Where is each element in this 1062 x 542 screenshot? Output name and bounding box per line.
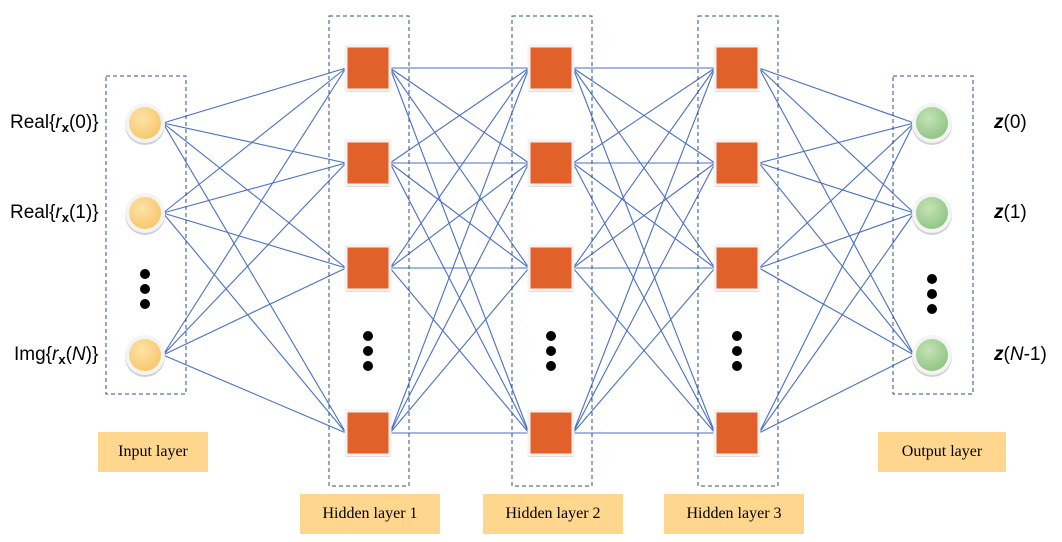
input-node-1: [129, 197, 161, 229]
output-label-z-n-minus-1: z(N-1): [994, 344, 1047, 365]
connection-h2-h3-3-0: [572, 67, 716, 434]
output-label-z-0: z(0): [994, 112, 1027, 133]
connection-h3-out-2-0: [758, 122, 915, 269]
connection-h3-out-3-0: [758, 122, 915, 434]
caption-input-layer: Input layer: [98, 432, 208, 472]
ellipsis-dot-output-0: [927, 274, 937, 284]
connection-h3-out-0-1: [758, 67, 915, 214]
hidden-node-3-0: [713, 44, 761, 92]
caption-hidden-layer-2: Hidden layer 2: [483, 494, 623, 534]
hidden-node-2-3: [527, 409, 575, 457]
ellipsis-dot-output-1: [927, 289, 937, 299]
caption-output-layer: Output layer: [878, 432, 1006, 472]
group-box-hidden-1: [328, 15, 410, 487]
ellipsis-dot-input-0: [140, 269, 150, 279]
connection-in-h1-1-3: [162, 212, 347, 434]
input-node-2: [129, 339, 161, 371]
hidden-node-3-3: [713, 409, 761, 457]
input-node-0: [129, 107, 161, 139]
connection-h3-out-2-1: [758, 212, 915, 269]
connection-h1-h2-3-1: [389, 162, 530, 434]
group-box-hidden-2: [511, 15, 593, 487]
input-label-real-0: Real{rx(0)}: [10, 112, 99, 135]
group-box-input: [105, 75, 187, 395]
connection-h3-out-0-2: [758, 67, 915, 356]
connection-in-h1-1-0: [162, 67, 347, 214]
ellipsis-dot-hidden-1-1: [363, 346, 373, 356]
hidden-node-1-0: [344, 44, 392, 92]
connection-h3-out-2-2: [758, 267, 915, 356]
connection-h2-h3-3-2: [572, 267, 716, 434]
connection-h3-out-1-0: [758, 122, 915, 164]
connection-h2-h3-3-1: [572, 162, 716, 434]
connection-h1-h2-2-1: [389, 162, 530, 269]
hidden-node-2-1: [527, 139, 575, 187]
connection-in-h1-1-2: [162, 212, 347, 269]
ellipsis-dot-hidden-2-2: [546, 361, 556, 371]
ellipsis-dot-hidden-2-1: [546, 346, 556, 356]
connection-h2-h3-2-1: [572, 162, 716, 269]
layer-groups: [105, 15, 974, 487]
output-node-0: [916, 107, 948, 139]
connection-h1-h2-2-0: [389, 67, 530, 269]
input-label-img-n: Img{rx(N)}: [14, 344, 99, 367]
caption-hidden-layer-1: Hidden layer 1: [300, 494, 440, 534]
connection-in-h1-2-3: [162, 354, 347, 434]
ellipsis-dot-hidden-2-0: [546, 331, 556, 341]
ellipsis-dot-hidden-3-2: [732, 361, 742, 371]
ellipsis-dot-input-2: [140, 299, 150, 309]
connection-in-h1-2-2: [162, 267, 347, 356]
hidden-node-1-3: [344, 409, 392, 457]
output-node-2: [916, 339, 948, 371]
connection-in-h1-0-0: [162, 67, 347, 124]
connection-in-h1-2-0: [162, 67, 347, 356]
ellipsis-dot-input-1: [140, 284, 150, 294]
nodes: [125, 44, 952, 457]
connection-h1-h2-3-2: [389, 267, 530, 434]
connection-h3-out-1-2: [758, 162, 915, 356]
hidden-node-1-2: [344, 244, 392, 292]
output-label-z-1: z(1): [994, 202, 1027, 223]
connection-h3-out-3-1: [758, 212, 915, 434]
connection-h3-out-0-0: [758, 67, 915, 124]
group-box-output: [892, 75, 974, 395]
connection-in-h1-0-3: [162, 122, 347, 434]
hidden-node-2-0: [527, 44, 575, 92]
connection-h2-h3-2-0: [572, 67, 716, 269]
connection-h3-out-3-2: [758, 354, 915, 434]
group-box-hidden-3: [697, 15, 779, 487]
hidden-node-1-1: [344, 139, 392, 187]
input-label-real-1: Real{rx(1)}: [10, 202, 99, 225]
ellipsis-dot-hidden-3-1: [732, 346, 742, 356]
connection-in-h1-0-2: [162, 122, 347, 269]
connection-h1-h2-1-0: [389, 67, 530, 164]
hidden-node-3-2: [713, 244, 761, 292]
output-node-1: [916, 197, 948, 229]
ellipsis-dot-output-2: [927, 304, 937, 314]
connection-in-h1-1-1: [162, 162, 347, 214]
hidden-node-2-2: [527, 244, 575, 292]
caption-hidden-layer-3: Hidden layer 3: [664, 494, 804, 534]
connection-h3-out-1-1: [758, 162, 915, 214]
connection-h1-h2-3-0: [389, 67, 530, 434]
ellipsis-dot-hidden-1-2: [363, 361, 373, 371]
connection-in-h1-0-1: [162, 122, 347, 164]
connections: [162, 67, 915, 434]
ellipsis-dots: [140, 269, 937, 371]
ellipsis-dot-hidden-1-0: [363, 331, 373, 341]
connection-in-h1-2-1: [162, 162, 347, 356]
connection-h2-h3-1-0: [572, 67, 716, 164]
ellipsis-dot-hidden-3-0: [732, 331, 742, 341]
hidden-node-3-1: [713, 139, 761, 187]
